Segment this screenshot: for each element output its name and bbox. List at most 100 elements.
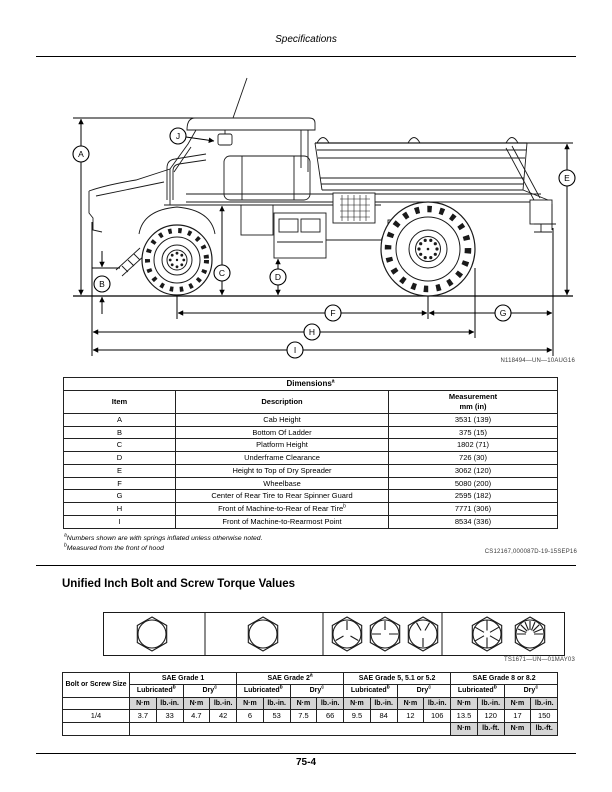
- measurement-cell: 2595 (182): [387, 489, 559, 504]
- measurement-cell: 375 (15): [387, 425, 559, 440]
- callout-f: F: [324, 304, 342, 322]
- description-cell: Underframe Clearance: [175, 451, 389, 465]
- value-cell: 120: [476, 709, 505, 724]
- value-cell: 6: [236, 709, 264, 724]
- description-cell: Center of Rear Tire to Rear Spinner Guar…: [175, 489, 389, 504]
- unit-cell: lb.-in.: [476, 696, 505, 711]
- lubricated-header: Lubricatedb: [236, 684, 291, 698]
- section-divider-rule: [36, 565, 576, 566]
- header-rule: [36, 56, 576, 57]
- page-title: Specifications: [275, 34, 337, 45]
- unit-cell: lb.-in.: [369, 696, 398, 711]
- description-cell: Front of Machine-to-Rear of Rear Tireb: [175, 502, 389, 516]
- footnote-b: bMeasured from the front of hood: [64, 542, 164, 553]
- value-cell: 7.5: [289, 709, 318, 724]
- value-cell: 42: [209, 709, 238, 724]
- grade1-header: SAE Grade 1: [128, 671, 238, 686]
- bolt-head-grade8-icons: [471, 616, 546, 652]
- col-header-item: Item: [63, 390, 176, 414]
- bolt-head-grade5-icons: [331, 616, 439, 652]
- table-footnotes: aNumbers shown are with springs inflated…: [64, 533, 262, 554]
- value-cell: 12: [396, 709, 425, 724]
- svg-text:E: E: [564, 173, 570, 183]
- rear-wheel: [380, 201, 476, 297]
- measurement-cell: 1802 (71): [387, 438, 559, 453]
- description-cell: Wheelbase: [175, 476, 389, 491]
- torque-bottom-units-row: N·m lb.-ft. N·m lb.-ft.: [62, 722, 559, 736]
- grade8-header: SAE Grade 8 or 8.2: [450, 671, 559, 686]
- description-cell: Height to Top of Dry Spreader: [175, 463, 389, 478]
- value-cell: 150: [530, 709, 559, 724]
- unit-cell: N·m: [503, 722, 532, 736]
- unit-cell: lb.-in.: [209, 696, 238, 711]
- unit-cell: lb.-in.: [316, 696, 345, 711]
- vehicle-art: [88, 77, 556, 277]
- measurement-cell: 726 (30): [387, 451, 559, 465]
- bolt-size-cell: 1/4: [62, 709, 130, 724]
- callout-c: C: [213, 264, 231, 282]
- lubricated-header: Lubricatedb: [343, 684, 398, 698]
- unit-cell: N·m: [289, 696, 318, 711]
- unit-cell: lb.-ft.: [476, 722, 505, 736]
- svg-text:F: F: [330, 308, 335, 318]
- lubricated-header: Lubricatedb: [129, 684, 184, 698]
- footer-rule: [36, 753, 576, 754]
- item-cell: I: [63, 514, 176, 529]
- unit-cell: N·m: [182, 696, 211, 711]
- svg-text:H: H: [309, 327, 315, 337]
- unit-cell: lb.-ft.: [530, 722, 559, 736]
- description-cell: Bottom Of Ladder: [175, 425, 389, 440]
- empty-cell: [62, 722, 130, 736]
- callout-h: H: [303, 323, 321, 341]
- document-code: CS12167,000087D-19-15SEP16: [484, 549, 577, 555]
- measurement-cell: 3531 (139): [387, 412, 559, 427]
- callout-g: G: [494, 304, 512, 322]
- torque-table: Bolt or Screw Size SAE Grade 1 SAE Grade…: [62, 671, 559, 736]
- value-cell: 4.7: [182, 709, 211, 724]
- svg-text:C: C: [219, 268, 225, 278]
- unit-cell: N·m: [503, 696, 532, 711]
- value-cell: 66: [316, 709, 345, 724]
- torque-data-row: 1/4 3.7 33 4.7 42 6 53 7.5 66 9.5 84 12 …: [62, 709, 559, 724]
- item-cell: G: [63, 489, 176, 504]
- empty-cell: [128, 722, 452, 736]
- svg-text:I: I: [294, 345, 296, 355]
- value-cell: 106: [423, 709, 452, 724]
- value-cell: 9.5: [343, 709, 371, 724]
- unit-cell: N·m: [450, 722, 478, 736]
- grade2-header: SAE Grade 2a: [236, 671, 345, 686]
- torque-lub-dry-row: Lubricatedb Dryc Lubricatedb Dryc Lubric…: [63, 684, 559, 698]
- torque-figure-code: TS1671—UN—01MAY03: [504, 657, 575, 663]
- unit-cell: N·m: [450, 696, 478, 711]
- item-cell: A: [63, 412, 176, 427]
- unit-cell: N·m: [396, 696, 425, 711]
- svg-text:J: J: [176, 131, 180, 141]
- callout-d: D: [269, 268, 287, 286]
- unit-cell: N·m: [129, 696, 157, 711]
- svg-text:B: B: [99, 279, 105, 289]
- value-cell: 84: [369, 709, 398, 724]
- torque-grade-header-row: Bolt or Screw Size SAE Grade 1 SAE Grade…: [62, 671, 559, 698]
- svg-text:G: G: [500, 308, 507, 318]
- description-cell: Platform Height: [175, 438, 389, 453]
- page-number: 75-4: [295, 757, 316, 768]
- dry-header: Dryc: [289, 684, 345, 698]
- spreader-dimension-diagram: A B C D E F G H I J: [72, 77, 576, 359]
- measurement-cell: 8534 (336): [387, 514, 559, 529]
- dimensions-table: Dimensionsa Item Description Measurement…: [62, 376, 559, 529]
- unit-cell: lb.-in.: [155, 696, 184, 711]
- item-cell: D: [63, 451, 176, 465]
- measurement-cell: 3062 (120): [387, 463, 559, 478]
- value-cell: 17: [503, 709, 532, 724]
- item-cell: C: [63, 438, 176, 453]
- diagram-image-code: N118494—UN—10AUG16: [500, 358, 575, 364]
- value-cell: 13.5: [450, 709, 478, 724]
